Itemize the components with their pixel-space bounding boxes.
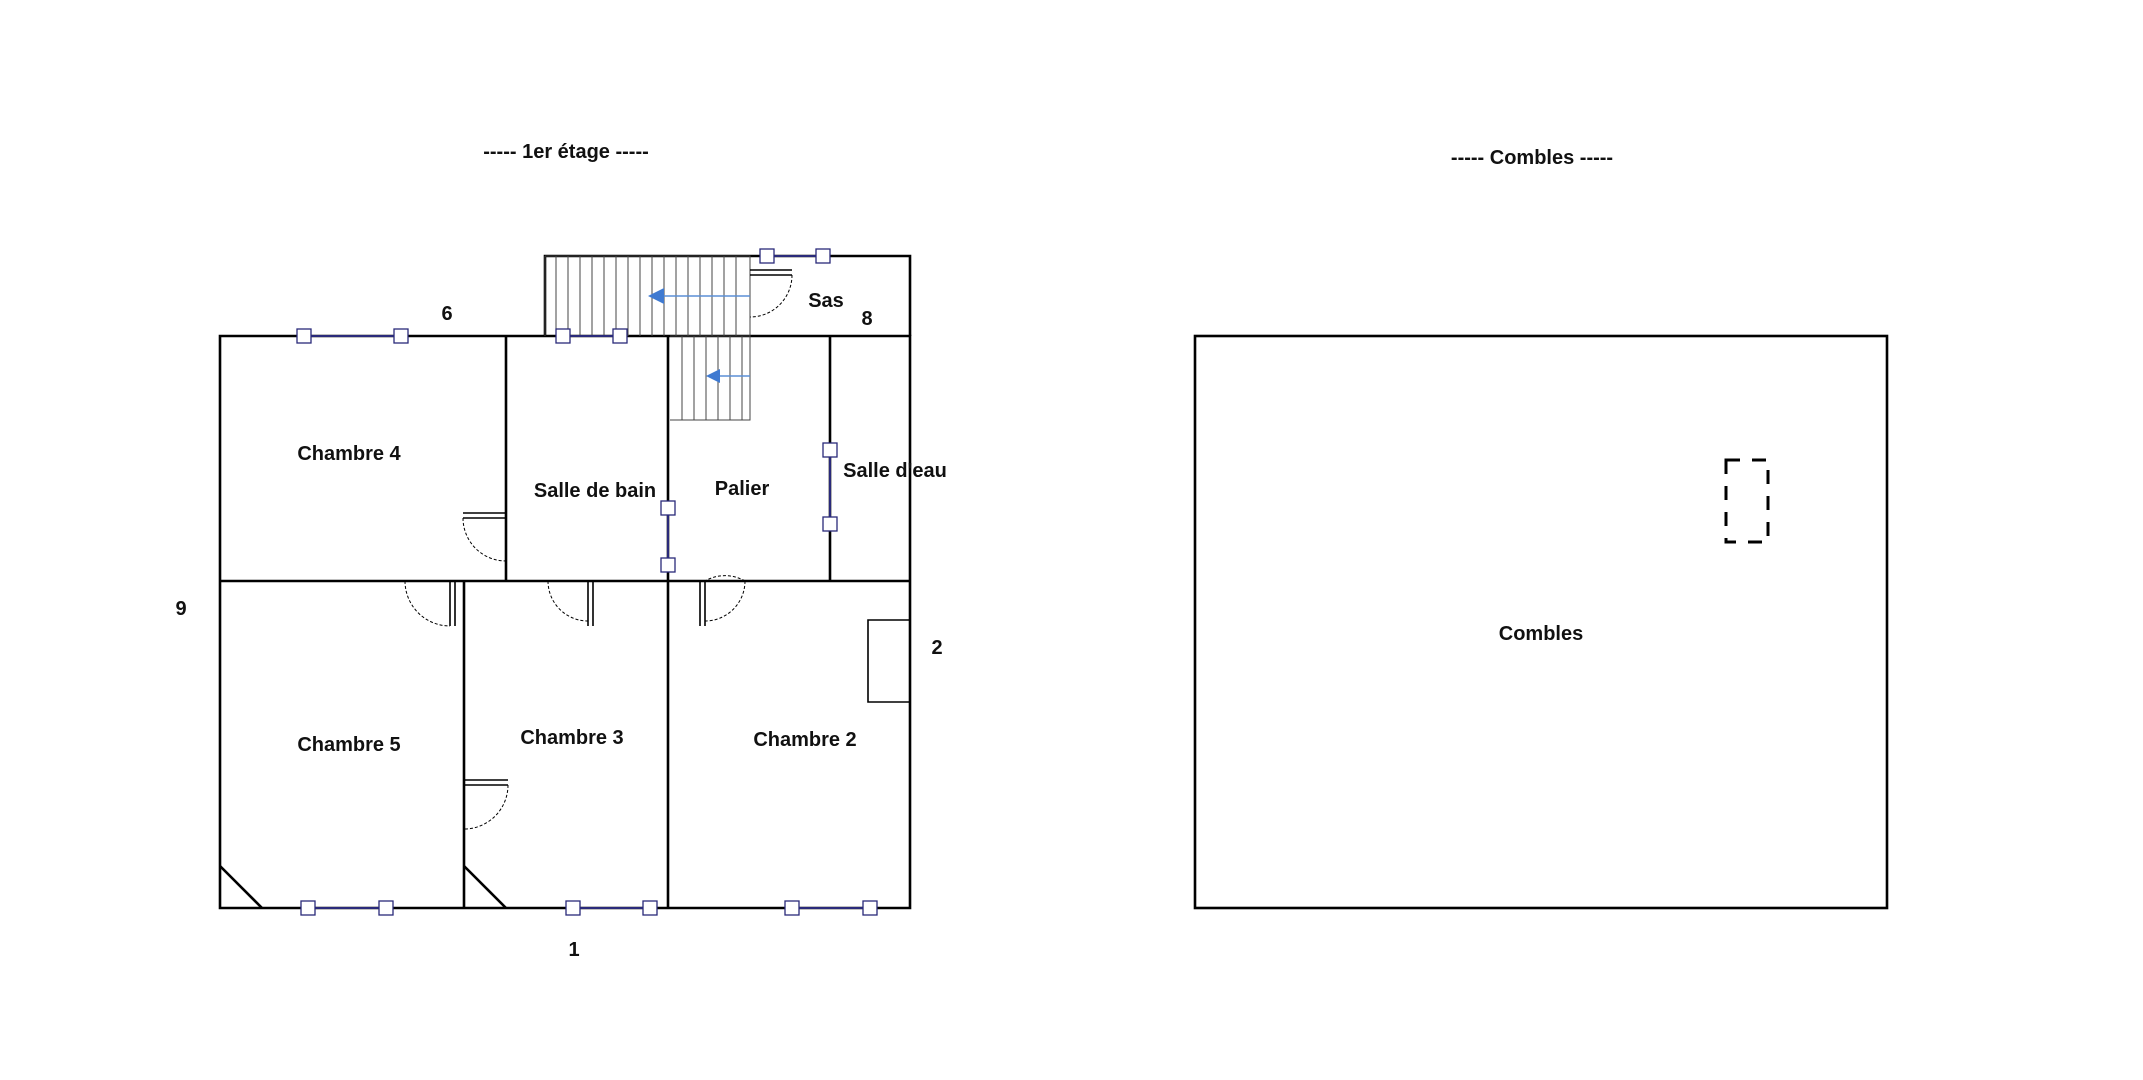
room-label-chambre5: Chambre 5 [297,734,400,756]
room-label-chambre3: Chambre 3 [520,727,623,749]
room-label-chambre4: Chambre 4 [297,443,401,465]
doors [219,269,910,909]
wall-number-6: 6 [441,303,452,325]
attic-floor [1193,334,1889,910]
stair-arrow-icon [706,369,720,383]
wall-number-9: 9 [175,598,186,620]
wall-number-1: 1 [568,939,579,961]
windows [296,248,878,916]
staircase [544,255,751,421]
room-label-sas: Sas [808,290,844,312]
room-label-salle-deau: Salle d'eau [843,460,947,482]
wall-number-2: 2 [931,637,942,659]
room-label-salle-de-bain: Salle de bain [534,480,656,502]
wall-number-8: 8 [861,308,872,330]
room-label-palier: Palier [715,478,770,500]
roof-window-icon [1724,458,1770,544]
attic-title: ----- Combles ----- [1451,147,1613,169]
first-floor-walls [218,254,912,910]
first-floor-title: ----- 1er étage ----- [483,141,649,163]
room-label-combles: Combles [1499,623,1583,645]
stair-arrow-icon [648,288,664,304]
room-label-chambre2: Chambre 2 [753,729,856,751]
